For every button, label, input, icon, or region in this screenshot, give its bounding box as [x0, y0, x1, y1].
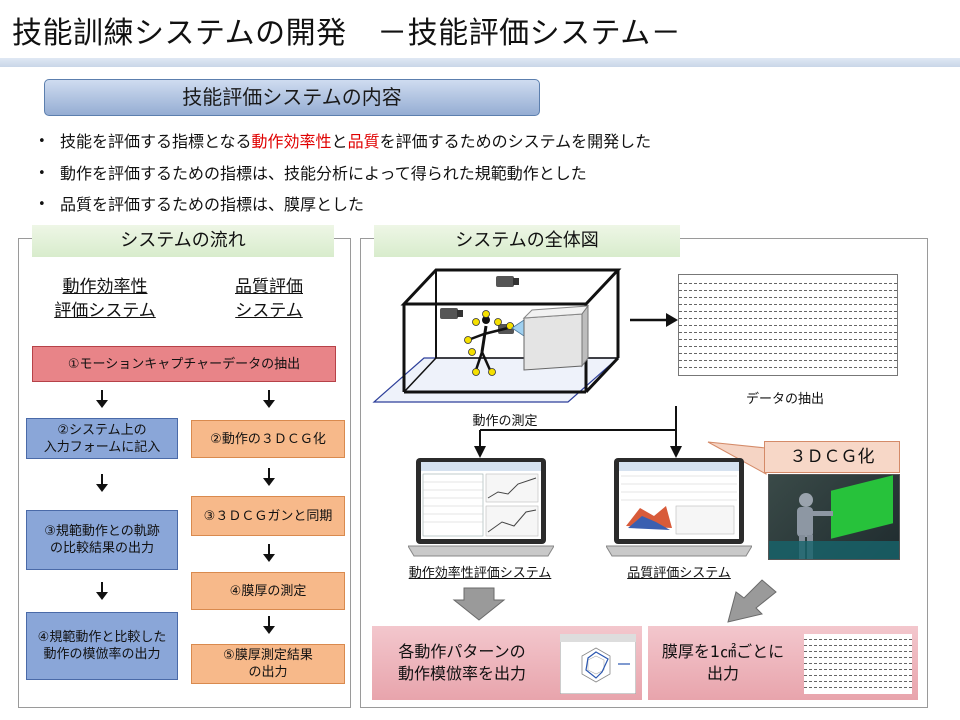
column-title-efficiency-line2: 評価システム	[54, 301, 156, 321]
result-film-thickness-text: 膜厚を1㎠ごとに 出力	[661, 642, 785, 683]
arrow-down-left-icon	[727, 579, 777, 623]
laptop-icon	[606, 458, 752, 557]
step-quality-5: ⑤膜厚測定結果 の出力	[191, 644, 345, 684]
step-quality-2: ②動作の３ＤＣＧ化	[191, 420, 345, 458]
bullet-1-text-a: 技能を評価する指標となる	[60, 132, 252, 151]
keyword-efficiency: 動作効率性	[251, 132, 332, 151]
page-title: 技能訓練システムの開発 －技能評価システム－	[12, 16, 682, 51]
bullet-3-text: 品質を評価するための指標は、膜厚とした	[60, 195, 365, 214]
arrow-down-icon	[474, 446, 486, 458]
data-table-icon	[678, 274, 898, 376]
caption-efficiency-system: 動作効率性評価システム	[408, 566, 552, 581]
bullet-3: • 品質を評価するための指標は、膜厚とした	[38, 191, 364, 215]
column-title-quality: 品質評価 システム	[196, 275, 342, 323]
step-shared-extract: ①モーションキャプチャーデータの抽出	[32, 346, 336, 382]
bullet-dot-icon: •	[38, 197, 46, 212]
arrow-right-icon	[630, 313, 678, 327]
arrow-down-icon	[452, 587, 506, 621]
step-efficiency-4: ④規範動作と比較した 動作の模倣率の出力	[26, 612, 178, 680]
arrow-down-icon	[670, 446, 682, 458]
column-title-quality-line1: 品質評価	[235, 277, 303, 297]
caption-data-extraction: データの抽出	[745, 392, 824, 407]
step-efficiency-3: ③規範動作との軌跡 の比較結果の出力	[26, 510, 178, 570]
flow-panel-label: システムの流れ	[32, 225, 334, 257]
column-title-efficiency-line1: 動作効率性	[62, 277, 148, 297]
cg-callout-label: ３ＤＣＧ化	[764, 441, 900, 473]
step-quality-4: ④膜厚の測定	[191, 572, 345, 610]
bullet-1: • 技能を評価する指標となる動作効率性と品質を評価するためのシステムを開発した	[38, 128, 651, 152]
measurement-booth-illustration	[372, 268, 622, 403]
bullet-1-text-b: と	[331, 132, 348, 151]
result-imitation-rate-text: 各動作パターンの 動作模倣率を出力	[397, 642, 526, 683]
column-title-quality-line2: システム	[235, 301, 303, 321]
laptop-icon	[408, 458, 554, 557]
step-efficiency-2: ②システム上の 入力フォームに記入	[26, 418, 178, 459]
bullet-dot-icon: •	[38, 134, 46, 149]
motion-capture-camera-icon	[440, 308, 463, 319]
motion-capture-camera-icon	[496, 276, 519, 287]
content-header: 技能評価システムの内容	[44, 79, 540, 116]
target-panel	[522, 304, 590, 371]
radar-chart-icon	[560, 634, 636, 694]
caption-motion-measurement: 動作の測定	[472, 414, 538, 429]
step-quality-3: ③３ＤＣＧガンと同期	[191, 496, 345, 536]
bullet-2-text: 動作を評価するための指標は、技能分析によって得られた規範動作とした	[60, 164, 587, 183]
keyword-quality: 品質	[347, 132, 380, 151]
bullet-1-text-c: を評価するためのシステムを開発した	[379, 132, 652, 151]
bullet-dot-icon: •	[38, 166, 46, 181]
overview-panel-label: システムの全体図	[374, 225, 680, 257]
spray-cone	[511, 319, 525, 337]
title-divider	[0, 58, 960, 67]
cg-render-image	[768, 474, 900, 560]
column-title-efficiency: 動作効率性 評価システム	[30, 275, 180, 323]
caption-quality-system: 品質評価システム	[627, 566, 731, 581]
connector-arrows	[474, 406, 682, 458]
bullet-2: • 動作を評価するための指標は、技能分析によって得られた規範動作とした	[38, 160, 587, 184]
data-table-icon	[804, 634, 912, 694]
